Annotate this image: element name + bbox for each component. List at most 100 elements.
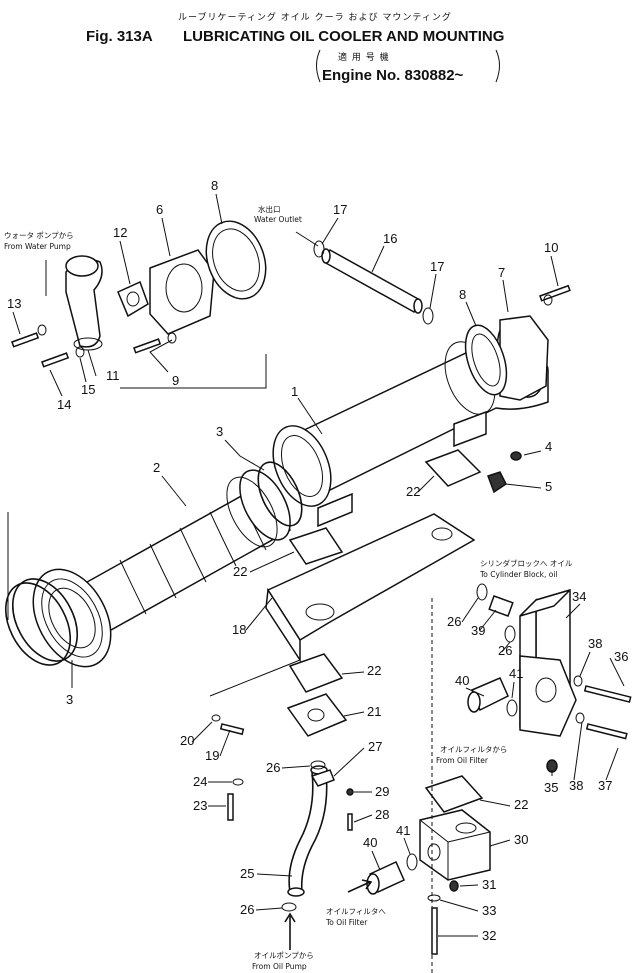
flow-arrows (284, 879, 373, 950)
cooler-core (32, 469, 291, 668)
o-ring-26d (281, 902, 297, 912)
callout-2: 2 (153, 460, 160, 475)
callout-38a: 38 (588, 636, 602, 651)
o-ring-left (11, 578, 79, 662)
note-from-water-pump-jp: ウォータ ポンプから (4, 231, 74, 240)
note-to-cyl-block-en: To Cylinder Block, oil (479, 570, 558, 579)
note-to-cyl-block-jp: シリンダブロックへ オイル (480, 558, 573, 568)
gasket-small (117, 280, 149, 318)
engine-number: Engine No. 830882~ (322, 67, 464, 84)
plug-31 (449, 880, 459, 892)
callout-11: 11 (106, 368, 120, 383)
callout-26b: 26 (498, 643, 512, 658)
title-japanese: ルーブリケーティング オイル クーラ および マウンティング (178, 11, 452, 23)
water-inlet-cover (149, 249, 215, 335)
gasket-right (464, 324, 508, 396)
callout-16: 16 (383, 231, 397, 246)
o-ring-right (257, 461, 303, 527)
clip-27 (310, 769, 335, 787)
gasket-water-inlet (205, 220, 267, 300)
callout-6: 6 (156, 202, 163, 217)
cock-5 (487, 471, 507, 494)
callout-8b: 8 (459, 287, 466, 302)
note-from-oil-filter-jp: オイルフィルタから (440, 745, 507, 754)
o-ring-41b (406, 853, 418, 871)
plug-29 (346, 788, 354, 796)
callout-22a: 22 (406, 484, 420, 499)
o-ring-41a (506, 699, 518, 717)
callout-19: 19 (205, 748, 219, 763)
callout-27: 27 (368, 739, 382, 754)
fitting-39 (488, 595, 514, 617)
note-to-oil-filter-jp: オイルフィルタへ (326, 907, 386, 916)
gasket-22b (288, 527, 344, 565)
o-ring-26a (476, 583, 488, 601)
callout-8a: 8 (211, 178, 218, 193)
callout-38b: 38 (569, 778, 583, 793)
figure-label: Fig. 313A (86, 28, 153, 45)
callout-4: 4 (545, 439, 552, 454)
gasket-22d (424, 775, 484, 813)
callout-23: 23 (193, 798, 207, 813)
fitting-40a (467, 677, 509, 713)
callout-33: 33 (482, 903, 496, 918)
oil-block-lower (419, 809, 491, 881)
o-ring-17a (313, 240, 325, 258)
callout-3b: 3 (66, 692, 73, 707)
callout-13: 13 (7, 296, 21, 311)
mounting-bracket (265, 513, 476, 663)
callout-14: 14 (57, 397, 71, 412)
gasket-22c (288, 653, 344, 693)
bolts-right (219, 685, 632, 955)
note-from-oil-pump-jp: オイルポンプから (254, 951, 314, 960)
callout-17a: 17 (333, 202, 347, 217)
callout-40a: 40 (455, 673, 469, 688)
callout-36: 36 (614, 649, 628, 664)
callout-30: 30 (514, 832, 528, 847)
callout-41a: 41 (509, 666, 523, 681)
callout-7: 7 (498, 265, 505, 280)
water-outlet-pipe (321, 248, 423, 314)
flange (286, 693, 348, 737)
callout-15: 15 (81, 382, 95, 397)
callout-34: 34 (572, 589, 586, 604)
callout-35: 35 (544, 780, 558, 795)
water-elbow (65, 255, 103, 351)
o-ring-17b (422, 307, 434, 325)
callout-26a: 26 (447, 614, 461, 629)
note-water-outlet-en: Water Outlet (254, 215, 302, 224)
callout-28: 28 (375, 807, 389, 822)
callout-9: 9 (172, 373, 179, 388)
callout-24: 24 (193, 774, 207, 789)
callout-17b: 17 (430, 259, 444, 274)
callout-1: 1 (291, 384, 298, 399)
callout-21: 21 (367, 704, 381, 719)
callout-18: 18 (232, 622, 246, 637)
callout-39: 39 (471, 623, 485, 638)
leader-lines (12, 193, 625, 937)
callout-3a: 3 (216, 424, 223, 439)
callout-26c: 26 (266, 760, 280, 775)
fitting-40b (366, 861, 405, 895)
note-from-oil-filter-en: From Oil Filter (436, 756, 489, 765)
washers (37, 294, 585, 902)
o-ring-26c (310, 760, 326, 770)
note-from-oil-pump-en: From Oil Pump (252, 962, 307, 971)
callout-10: 10 (544, 240, 558, 255)
title-english: LUBRICATING OIL COOLER AND MOUNTING (183, 28, 504, 45)
callout-26d: 26 (240, 902, 254, 917)
callout-5: 5 (545, 479, 552, 494)
gasket-22a (424, 449, 482, 487)
callout-29: 29 (375, 784, 389, 799)
bracket-left (316, 49, 321, 83)
callout-20: 20 (180, 733, 194, 748)
callout-37: 37 (598, 778, 612, 793)
applicable-label: 適 用 号 機 (338, 51, 390, 63)
callout-12: 12 (113, 225, 127, 240)
callout-22b: 22 (233, 564, 247, 579)
assembly-lines (7, 231, 433, 973)
bolts-left-top (11, 284, 571, 368)
callout-32: 32 (482, 928, 496, 943)
o-ring-left-outer (4, 582, 72, 666)
callout-25: 25 (240, 866, 254, 881)
